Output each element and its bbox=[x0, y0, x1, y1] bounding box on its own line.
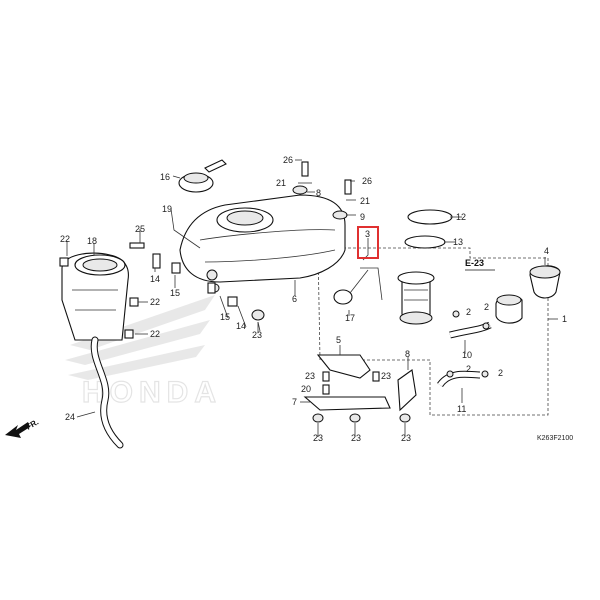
fasteners bbox=[59, 161, 411, 423]
callout-13: 13 bbox=[453, 237, 463, 247]
callout-23e: 23 bbox=[351, 433, 361, 443]
callout-22c: 22 bbox=[150, 329, 160, 339]
clip-2b bbox=[482, 322, 490, 330]
callout-4: 4 bbox=[544, 246, 549, 256]
callout-23b: 23 bbox=[305, 371, 315, 381]
callout-25: 25 bbox=[135, 224, 145, 234]
callout-8a: 8 bbox=[316, 188, 321, 198]
callout-labels: 26 26 21 21 8 9 16 19 25 22 18 14 15 6 2… bbox=[60, 155, 567, 443]
callout-23a: 23 bbox=[252, 330, 262, 340]
callout-2a: 2 bbox=[484, 302, 489, 312]
bracket-9 bbox=[303, 396, 391, 411]
pump-assembly-outline bbox=[317, 247, 549, 416]
clip-2a bbox=[452, 310, 460, 318]
callout-21b: 21 bbox=[360, 196, 370, 206]
fuel-level-sensor bbox=[333, 267, 383, 305]
callout-14a: 14 bbox=[150, 274, 160, 284]
fuel-pump bbox=[397, 271, 435, 325]
callout-5: 5 bbox=[336, 335, 341, 345]
o-ring-12 bbox=[407, 209, 453, 225]
fuel-tank bbox=[179, 194, 346, 293]
callout-2d: 2 bbox=[498, 368, 503, 378]
front-arrow-label: FR. bbox=[25, 417, 41, 431]
callout-21a: 21 bbox=[276, 178, 286, 188]
callout-23c: 23 bbox=[381, 371, 391, 381]
callout-18: 18 bbox=[87, 236, 97, 246]
callout-19: 19 bbox=[162, 204, 172, 214]
leader-lines bbox=[66, 159, 558, 437]
callout-8b: 9 bbox=[360, 212, 365, 222]
callout-7: 8 bbox=[405, 349, 410, 359]
callout-11: 11 bbox=[457, 404, 466, 414]
bracket-7 bbox=[397, 369, 417, 412]
diagram-code: K263F2100 bbox=[537, 435, 573, 442]
filler-tray bbox=[61, 252, 129, 341]
clip-2c bbox=[446, 370, 454, 378]
callout-2b: 2 bbox=[466, 307, 471, 317]
callout-15a: 15 bbox=[170, 288, 180, 298]
callout-3: 3 bbox=[365, 229, 370, 239]
callout-10: 10 bbox=[462, 350, 472, 360]
highlight-box bbox=[357, 226, 379, 259]
callout-6: 6 bbox=[292, 294, 297, 304]
callout-22b: 22 bbox=[150, 297, 160, 307]
callout-26b: 26 bbox=[362, 176, 372, 186]
callout-23d: 23 bbox=[313, 433, 323, 443]
fuel-cap bbox=[178, 159, 227, 193]
callout-23f: 23 bbox=[401, 433, 411, 443]
fuel-filter-cover bbox=[529, 265, 561, 299]
fuel-filter-body bbox=[495, 294, 523, 324]
o-ring-13 bbox=[404, 235, 446, 249]
callout-20: 20 bbox=[301, 384, 311, 394]
callout-17: 17 bbox=[345, 313, 355, 323]
callout-26a: 26 bbox=[283, 155, 293, 165]
callout-22a: 22 bbox=[60, 234, 70, 244]
front-arrow: FR. bbox=[5, 417, 40, 438]
callout-15b: 15 bbox=[220, 312, 230, 322]
clip-2d bbox=[481, 370, 489, 378]
ref-e23-label: E-23 bbox=[465, 258, 484, 268]
bracket-5 bbox=[316, 354, 371, 379]
callout-2c: 2 bbox=[466, 364, 471, 374]
callout-14b: 14 bbox=[236, 321, 246, 331]
callout-12: 12 bbox=[456, 212, 466, 222]
callout-24: 24 bbox=[65, 412, 75, 422]
ref-e23: E-23 bbox=[465, 258, 495, 271]
callout-16: 16 bbox=[160, 172, 170, 182]
callout-9: 7 bbox=[292, 397, 297, 407]
callout-1: 1 bbox=[562, 314, 567, 324]
